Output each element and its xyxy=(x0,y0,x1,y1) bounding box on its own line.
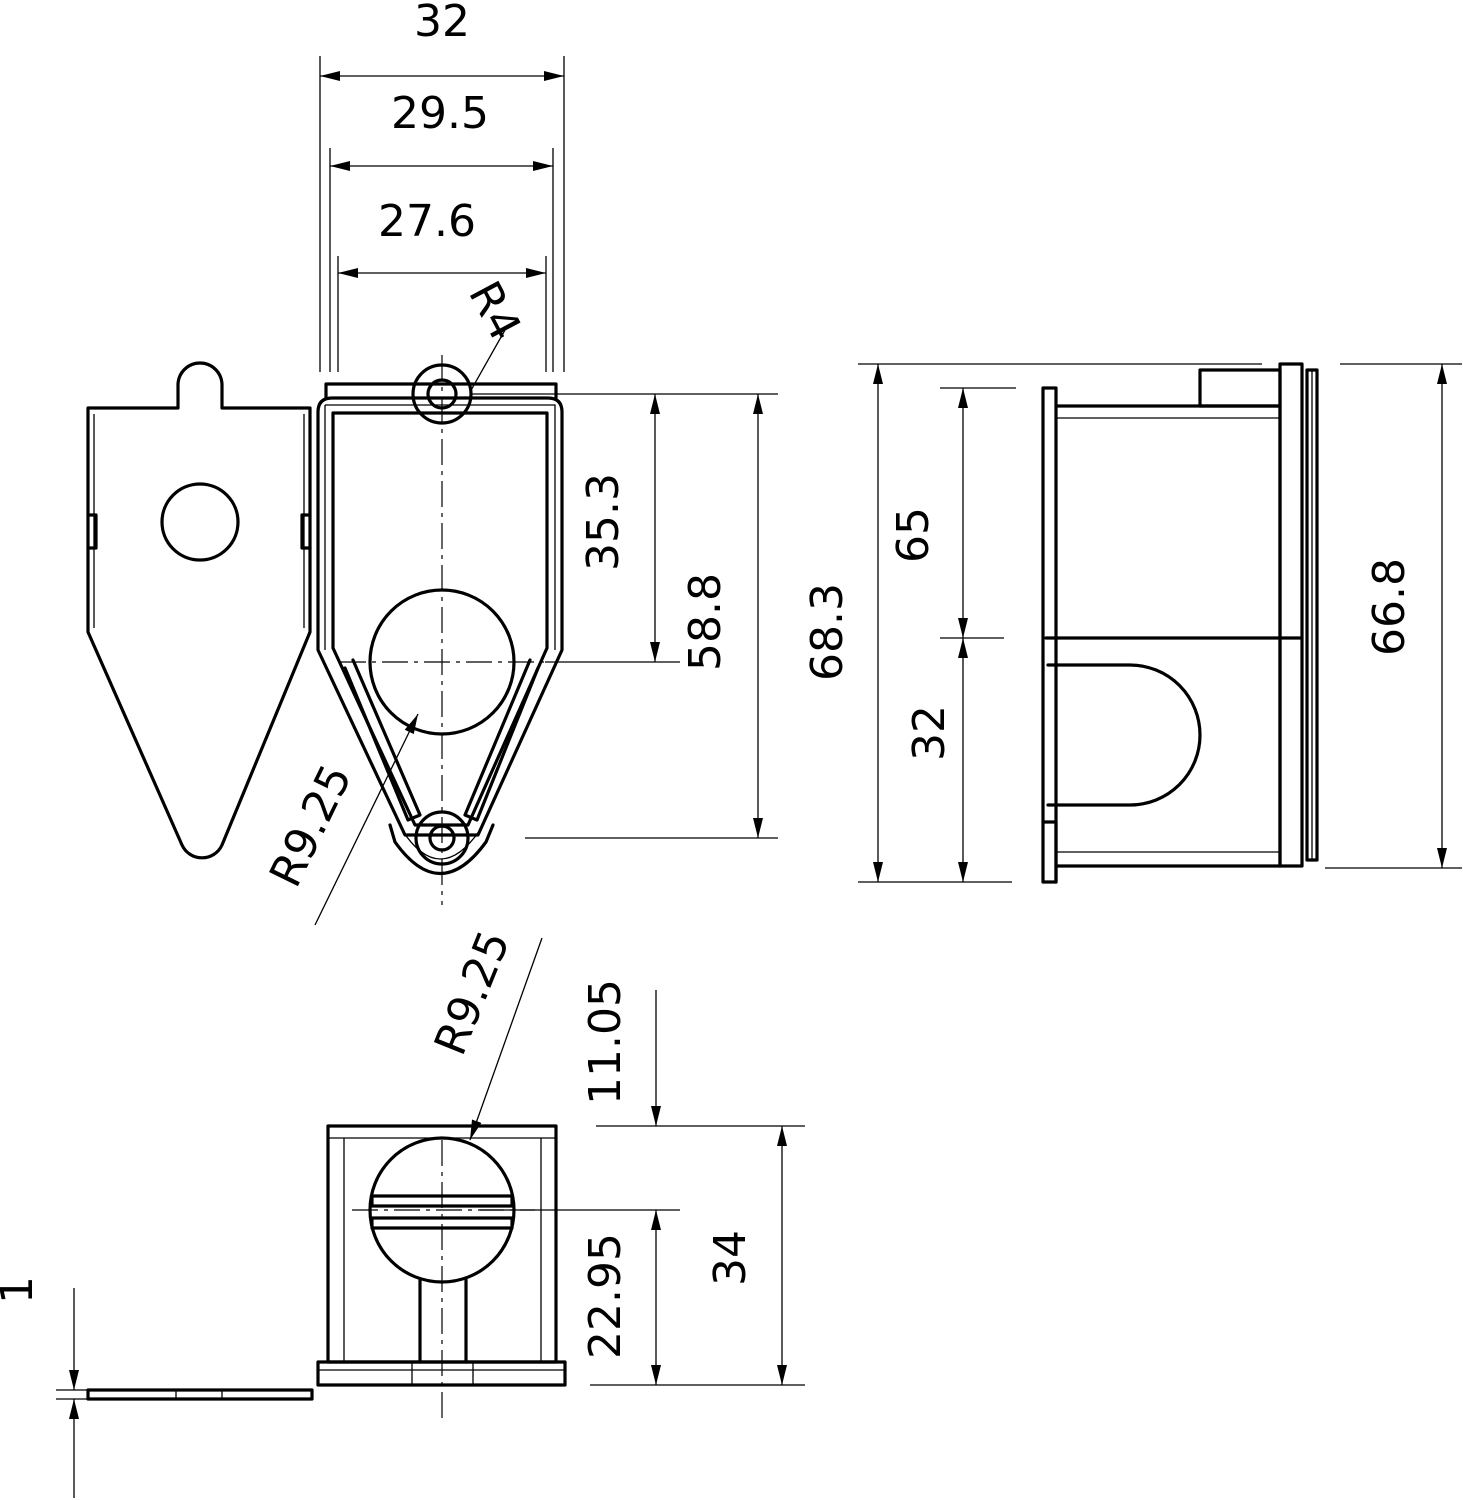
front-outer-outline xyxy=(316,396,564,837)
label-29-5: 29.5 xyxy=(391,88,489,139)
label-11-05: 11.05 xyxy=(580,979,631,1105)
label-65: 65 xyxy=(888,507,939,563)
label-22-95: 22.95 xyxy=(580,1233,631,1359)
side-top-block xyxy=(1198,368,1282,408)
front-bottom-screw-hex xyxy=(428,826,456,850)
flat-blank-notches xyxy=(86,513,312,550)
side-cable-entry xyxy=(1046,663,1202,807)
label-1: 1 xyxy=(0,1276,43,1304)
front-inner-outline xyxy=(331,411,549,827)
front-wall-line xyxy=(324,404,556,650)
label-r4: R4 xyxy=(458,273,531,349)
side-view xyxy=(1041,362,1319,884)
flat-strip xyxy=(86,1388,314,1401)
label-r9-25-front: R9.25 xyxy=(260,757,362,895)
side-back-flange xyxy=(1041,386,1058,884)
r9-25-front-leader xyxy=(314,713,419,926)
label-34: 34 xyxy=(705,1230,756,1286)
front-top-flange xyxy=(324,382,558,400)
dimensions xyxy=(56,56,1462,1498)
side-lower-tab xyxy=(1041,820,1058,884)
ext-lines-strip xyxy=(56,1389,90,1400)
side-body xyxy=(1054,404,1282,868)
front-top-screw-hex xyxy=(426,380,458,408)
label-68-3: 68.3 xyxy=(802,583,853,681)
front-inner-lip-left xyxy=(343,658,422,822)
flat-blank-inner-edge xyxy=(93,414,305,628)
label-r9-25-bottom: R9.25 xyxy=(425,924,520,1062)
flat-strip-view xyxy=(86,1388,314,1401)
flat-blank-hole xyxy=(160,482,240,562)
label-27-6: 27.6 xyxy=(378,196,476,247)
ext-lines-front-right xyxy=(470,393,778,839)
label-32-top: 32 xyxy=(414,0,470,47)
label-66-8: 66.8 xyxy=(1364,558,1415,656)
flat-blank-view xyxy=(86,361,312,860)
front-inner-lip-right xyxy=(463,658,540,822)
side-front-cover xyxy=(1305,368,1319,862)
r4-leader xyxy=(469,329,506,393)
ext-lines-bottom xyxy=(480,1125,805,1386)
label-35-3: 35.3 xyxy=(578,473,629,571)
front-bottom-tab-inner xyxy=(401,829,481,860)
label-58-8: 58.8 xyxy=(680,573,731,671)
bottom-screw-slot xyxy=(370,1194,514,1230)
front-view xyxy=(316,355,564,905)
r9-25-bottom-leader xyxy=(469,937,543,1141)
flat-strip-marks xyxy=(175,1390,223,1399)
ext-lines-top xyxy=(319,56,565,372)
side-body-inner xyxy=(1056,417,1280,853)
flat-blank-outline xyxy=(86,361,312,860)
side-front-plate xyxy=(1278,362,1304,868)
bottom-stem xyxy=(418,1278,468,1364)
label-32-side: 32 xyxy=(904,705,955,761)
bottom-view xyxy=(316,1124,567,1420)
ext-lines-side xyxy=(858,363,1462,883)
bottom-side-walls xyxy=(343,1138,542,1362)
bottom-base xyxy=(316,1360,567,1387)
labels: 32 29.5 27.6 R4 35.3 58.8 68.3 R9.25 65 … xyxy=(0,0,1415,1359)
front-bottom-tab xyxy=(388,823,495,876)
